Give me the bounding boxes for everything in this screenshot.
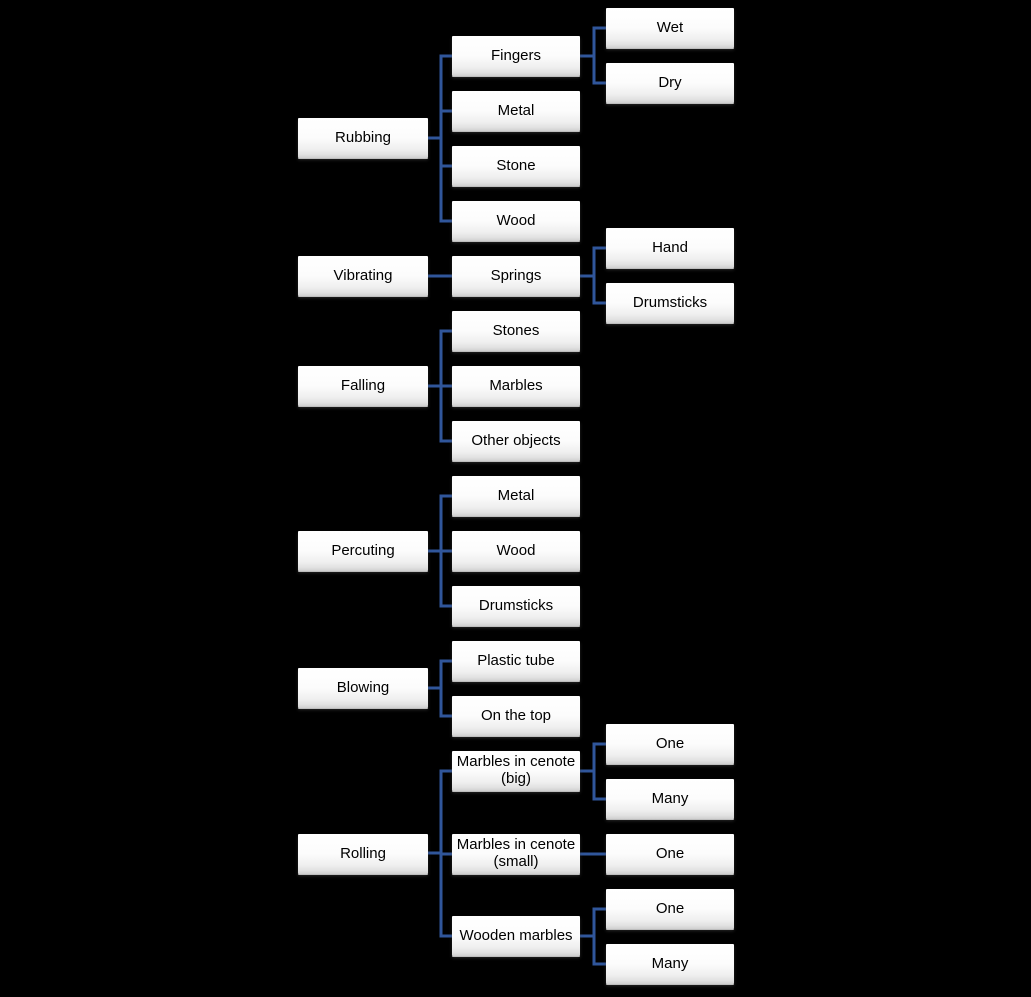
connector-marbles-cenote-big (578, 742, 608, 801)
connector-wooden-marbles (578, 907, 608, 966)
node-on-the-top: On the top (452, 696, 580, 736)
node-blowing: Blowing (298, 668, 428, 708)
connector-fingers (578, 26, 608, 85)
connector-percuting (426, 494, 454, 608)
node-dry: Dry (606, 63, 734, 103)
node-stones: Stones (452, 311, 580, 351)
node-metal: Metal (452, 91, 580, 131)
node-wet: Wet (606, 8, 734, 48)
node-wooden-marbles: Wooden marbles (452, 916, 580, 956)
node-wood: Wood (452, 201, 580, 241)
node-rubbing: Rubbing (298, 118, 428, 158)
connector-falling (426, 329, 454, 443)
node-one: One (606, 889, 734, 929)
node-one: One (606, 724, 734, 764)
connector-blowing (426, 659, 454, 718)
connector-springs (578, 246, 608, 305)
node-wood: Wood (452, 531, 580, 571)
node-marbles-in-cenote-big: Marbles in cenote (big) (452, 751, 580, 791)
node-springs: Springs (452, 256, 580, 296)
node-vibrating: Vibrating (298, 256, 428, 296)
node-plastic-tube: Plastic tube (452, 641, 580, 681)
node-many: Many (606, 944, 734, 984)
node-one: One (606, 834, 734, 874)
node-stone: Stone (452, 146, 580, 186)
node-other-objects: Other objects (452, 421, 580, 461)
node-percuting: Percuting (298, 531, 428, 571)
node-marbles: Marbles (452, 366, 580, 406)
connector-rubbing (426, 54, 454, 223)
connector-rolling (426, 769, 454, 938)
node-many: Many (606, 779, 734, 819)
node-drumsticks: Drumsticks (452, 586, 580, 626)
node-drumsticks: Drumsticks (606, 283, 734, 323)
node-rolling: Rolling (298, 834, 428, 874)
node-fingers: Fingers (452, 36, 580, 76)
node-hand: Hand (606, 228, 734, 268)
node-falling: Falling (298, 366, 428, 406)
node-metal: Metal (452, 476, 580, 516)
connector-group (426, 26, 608, 966)
node-marbles-in-cenote-small: Marbles in cenote (small) (452, 834, 580, 874)
